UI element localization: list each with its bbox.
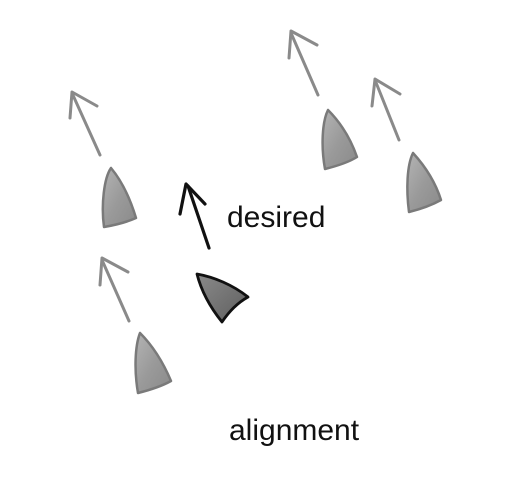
alignment-caption: alignment	[229, 414, 360, 447]
neighbor-boid-icon	[101, 166, 138, 229]
neighbor-boid-icon	[321, 108, 359, 171]
neighbor-boid-4	[370, 77, 443, 214]
neighbor-heading-arrow-icon	[287, 29, 320, 97]
desired-heading-arrow-icon	[178, 182, 211, 250]
neighbor-boid-1	[68, 90, 138, 229]
neighbor-boid-icon	[406, 151, 443, 214]
neighbor-heading-arrow-icon	[98, 256, 131, 323]
focus-boid	[178, 182, 250, 324]
desired-label: desired	[227, 201, 326, 234]
neighbor-heading-arrow-icon	[68, 90, 102, 157]
neighbor-boid-3	[287, 29, 359, 171]
focus-boid-icon	[195, 272, 250, 324]
neighbor-boid-icon	[134, 331, 173, 395]
neighbor-boid-2	[98, 256, 173, 395]
neighbor-heading-arrow-icon	[370, 77, 402, 142]
